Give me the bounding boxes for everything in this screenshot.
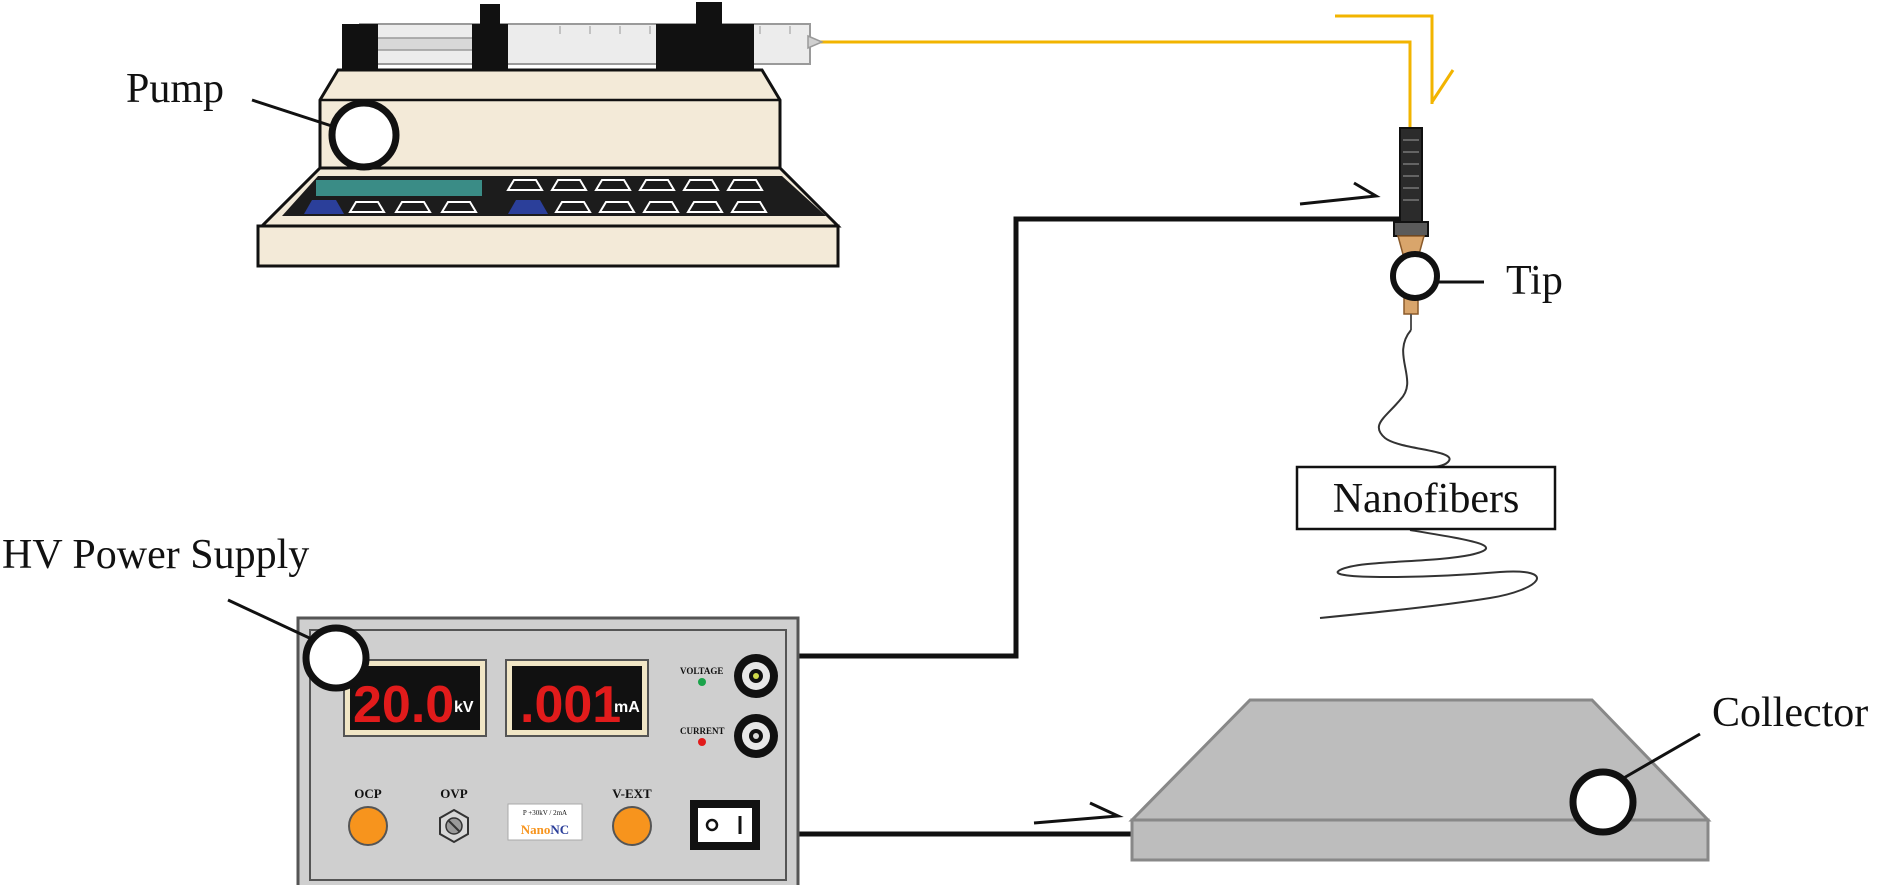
- hv-wire-to-tip: [798, 216, 1400, 659]
- syringe-pump: [256, 2, 842, 268]
- voltage-display: 20.0 kV: [343, 659, 487, 737]
- tip-callout-marker: [1390, 251, 1440, 301]
- spec-label: P +30kV / 2mA: [523, 809, 567, 817]
- voltage-indicator-label: VOLTAGE: [680, 666, 723, 676]
- brand-logo: NanoNC: [521, 822, 569, 837]
- pump-key-blue-2: [508, 200, 548, 214]
- spec-badge: P +30kV / 2mA NanoNC: [507, 803, 583, 841]
- brand-prefix: Nano: [521, 822, 551, 837]
- pump-clamp-right-cap: [696, 2, 722, 24]
- supply-front-panel: [309, 629, 787, 881]
- current-unit: mA: [614, 699, 640, 716]
- current-adjust-knob[interactable]: [734, 714, 778, 758]
- current-readout: .001: [520, 676, 621, 734]
- pump-keys: [348, 179, 768, 213]
- current-display: .001 mA: [505, 659, 649, 737]
- brand-suffix: NC: [550, 822, 569, 837]
- vext-label: V-EXT: [612, 786, 652, 801]
- hv-power-supply: 20.0 kV .001 mA VOLTAGE CURRENT OCP: [296, 616, 800, 890]
- ocp-label: OCP: [354, 786, 382, 801]
- current-led: [698, 738, 706, 746]
- pump-base: [256, 224, 840, 268]
- ovp-label: OVP: [440, 786, 468, 801]
- ovp-adjust-screw[interactable]: [439, 808, 469, 844]
- nanofiber-jet: [1319, 329, 1538, 619]
- nanofibers-label: Nanofibers: [1333, 476, 1520, 522]
- nanofibers-label-box: [1295, 465, 1557, 531]
- solution-tubing: [818, 14, 1455, 128]
- voltage-readout: 20.0: [353, 676, 454, 734]
- voltage-led: [698, 678, 706, 686]
- pump-label: Pump: [126, 66, 224, 112]
- collector-label: Collector: [1712, 690, 1868, 736]
- ground-wire-arrowhead: [1033, 801, 1124, 825]
- syringe-nozzle: [807, 34, 824, 50]
- hv-wire-arrowhead-tip: [1299, 181, 1381, 206]
- pump-callout-leader: [251, 98, 339, 130]
- pump-clamp-middle-cap: [480, 4, 500, 24]
- tip-label: Tip: [1506, 258, 1563, 304]
- pump-key-blue-1: [304, 200, 344, 214]
- hv-power-supply-label: HV Power Supply: [2, 532, 309, 578]
- syringe-plunger: [359, 37, 491, 51]
- voltage-adjust-knob[interactable]: [734, 654, 778, 698]
- collector-callout-marker: [1569, 768, 1637, 836]
- voltage-unit: kV: [454, 699, 474, 716]
- collector-callout-leader: [1621, 732, 1701, 781]
- pump-callout-marker: [328, 99, 400, 171]
- needle-nut: [1393, 221, 1429, 237]
- vext-button[interactable]: [612, 806, 652, 846]
- hv-supply-callout-leader: [227, 598, 319, 644]
- power-switch[interactable]: [690, 800, 760, 850]
- pump-screen: [316, 180, 482, 196]
- ocp-button[interactable]: [348, 806, 388, 846]
- hv-supply-callout-marker: [302, 624, 370, 692]
- current-indicator-label: CURRENT: [680, 726, 725, 736]
